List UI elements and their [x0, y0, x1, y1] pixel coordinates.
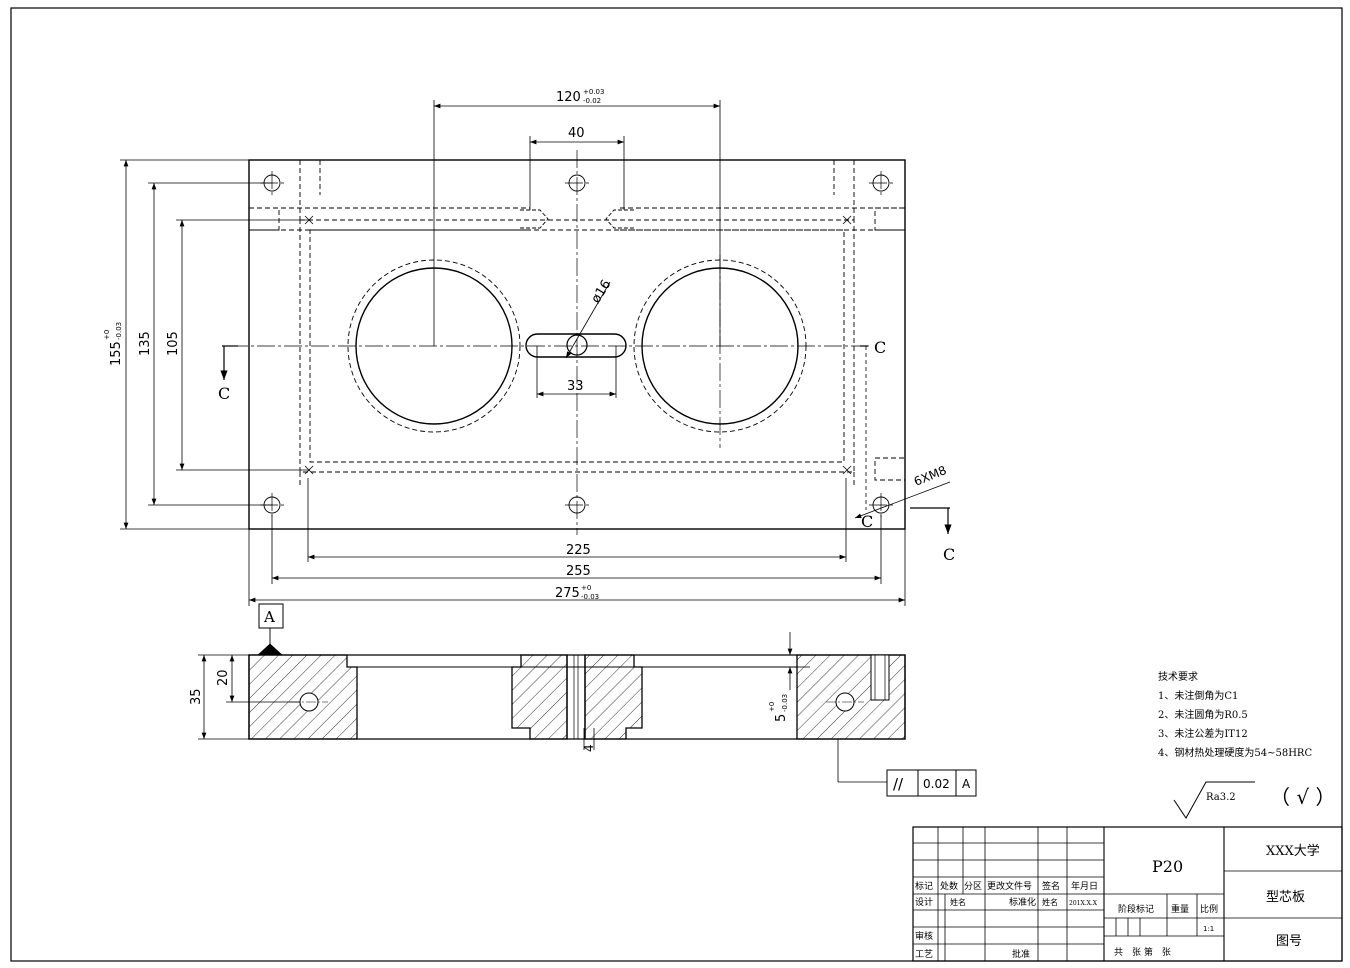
- dim-5-upper: +0: [768, 702, 776, 712]
- technical-notes: 技术要求 1、未注倒角为C1 2、未注圆角为R0.5 3、未注公差为IT12 4…: [1158, 668, 1312, 763]
- dim-120: 120: [556, 90, 581, 105]
- dim-255: 255: [566, 564, 591, 579]
- row-review: 审核: [915, 930, 933, 942]
- dim-105: 105: [166, 331, 181, 356]
- ratio-value: 1:1: [1203, 925, 1214, 933]
- section-view: [248, 628, 906, 740]
- header-count: 处数: [940, 880, 958, 892]
- dim-33: 33: [567, 379, 584, 394]
- dim-20: 20: [216, 669, 231, 686]
- section-center-left: [511, 654, 568, 740]
- dim-35: 35: [189, 688, 204, 705]
- dim-5: 5: [774, 714, 789, 722]
- datum-a-box: [258, 603, 284, 629]
- note-item-1: 1、未注倒角为C1: [1158, 691, 1239, 702]
- dim-275: 275: [555, 586, 580, 601]
- dim-135: 135: [138, 331, 153, 356]
- ratio-label: 比例: [1200, 903, 1218, 915]
- dim-155-upper: +0: [103, 330, 111, 340]
- dim-225: 225: [566, 543, 591, 558]
- title-block: [912, 826, 1343, 962]
- dim-120-lower: -0.02: [583, 97, 601, 105]
- notes-title: 技术要求: [1158, 672, 1198, 683]
- header-doc: 更改文件号: [987, 880, 1032, 892]
- row-approve: 批准: [1012, 948, 1030, 960]
- sheet-border: [10, 7, 1343, 962]
- header-zone: 分区: [964, 881, 982, 892]
- tolerance-value: 0.02: [923, 777, 950, 791]
- tolerance-datum: A: [962, 777, 971, 791]
- row-std: 标准化: [1009, 896, 1036, 908]
- dim-120-upper: +0.03: [583, 88, 604, 96]
- section-center-right: [584, 654, 643, 740]
- section-label-c-lower: C: [861, 512, 873, 531]
- note-item-3: 3、未注公差为IT12: [1158, 729, 1248, 740]
- stage-label: 阶段标记: [1118, 903, 1154, 915]
- tolerance-symbol: //: [893, 775, 904, 793]
- dim-phi16: ø16: [589, 277, 615, 306]
- material-label: P20: [1152, 857, 1183, 876]
- dim-4: 4: [582, 744, 596, 752]
- dim-5-lower: -0.03: [781, 694, 789, 712]
- dim-275-upper: +0: [581, 584, 591, 592]
- section-outline: [248, 654, 906, 740]
- roughness-symbol: [1173, 781, 1255, 819]
- title-block-text: P20 XXX大学 型芯板 图号 标记 处数 分区 更改文件号 签名 年月日 设…: [915, 843, 1320, 960]
- section-labels: 35 20 5 +0 -0.03 4: [189, 669, 789, 752]
- row-design: 设计: [915, 896, 933, 908]
- roughness-other: （ √ ）: [1270, 785, 1336, 809]
- top-view-dimensions: [120, 100, 952, 606]
- center-slot: [525, 333, 627, 358]
- row-name2: 姓名: [1042, 897, 1058, 907]
- roughness-ra-label: Ra3.2: [1206, 792, 1236, 803]
- section-label-c-arrow: C: [943, 545, 955, 564]
- dim-155-lower: -0.03: [115, 322, 123, 340]
- top-view: [230, 150, 906, 535]
- section-dimensions: [198, 632, 887, 783]
- sheet-count: 共 张 第 张: [1114, 946, 1171, 958]
- part-name: 型芯板: [1266, 890, 1305, 905]
- dim-275-lower: -0.03: [581, 593, 599, 601]
- top-view-labels: 120 +0.03 -0.02 40 ø16 33 6XM8 225 255 2…: [103, 88, 955, 601]
- section-label-c-left: C: [218, 384, 230, 403]
- row-craft: 工艺: [915, 949, 933, 960]
- weight-label: 重量: [1171, 903, 1189, 915]
- header-mark: 标记: [915, 880, 933, 892]
- header-sign: 签名: [1042, 880, 1060, 892]
- tolerance-frame: [886, 769, 977, 797]
- dim-155: 155: [109, 341, 124, 366]
- school-name: XXX大学: [1266, 843, 1320, 859]
- dim-40: 40: [568, 126, 585, 141]
- header-date: 年月日: [1071, 880, 1098, 892]
- datum-a-label: A: [263, 608, 275, 626]
- note-item-4: 4、钢材热处理硬度为54~58HRC: [1158, 748, 1313, 759]
- section-label-c-right: C: [874, 338, 886, 357]
- row-date: 201X.X.X: [1069, 900, 1098, 907]
- note-item-2: 2、未注圆角为R0.5: [1158, 710, 1248, 721]
- row-name: 姓名: [950, 897, 966, 907]
- drawing-number: 图号: [1276, 934, 1302, 949]
